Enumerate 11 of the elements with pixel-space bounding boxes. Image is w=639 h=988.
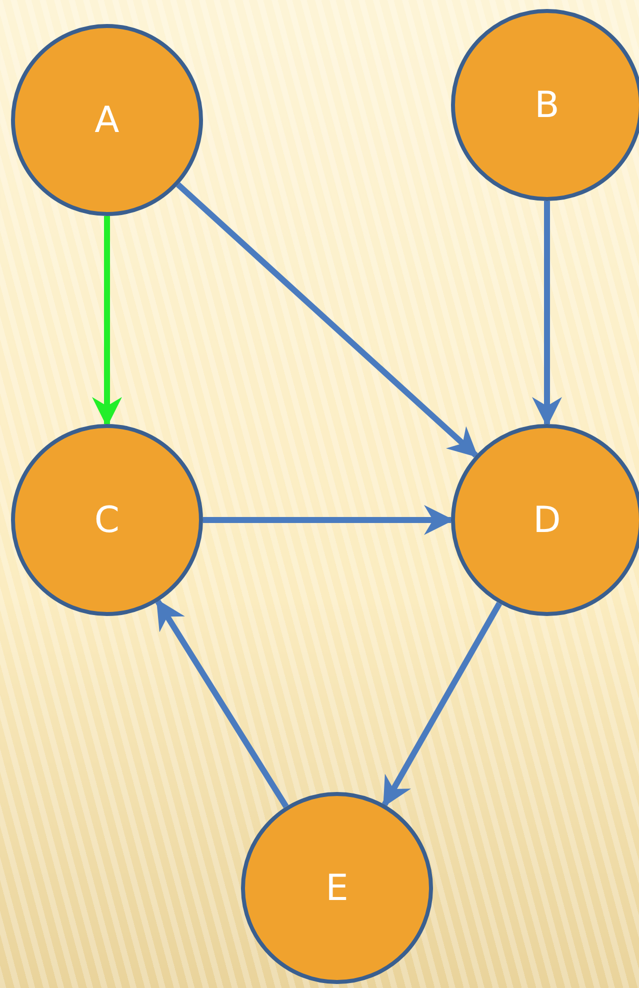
circle-node	[241, 792, 433, 984]
node-label: A	[94, 100, 120, 140]
arrow	[155, 598, 289, 808]
arrow	[92, 216, 122, 427]
arrow	[176, 182, 478, 458]
node-label: B	[534, 84, 560, 126]
arrow	[382, 602, 502, 808]
node-label: E	[326, 868, 348, 908]
node-label: C	[94, 500, 120, 540]
arrow	[532, 201, 562, 427]
node-label: D	[533, 500, 561, 540]
